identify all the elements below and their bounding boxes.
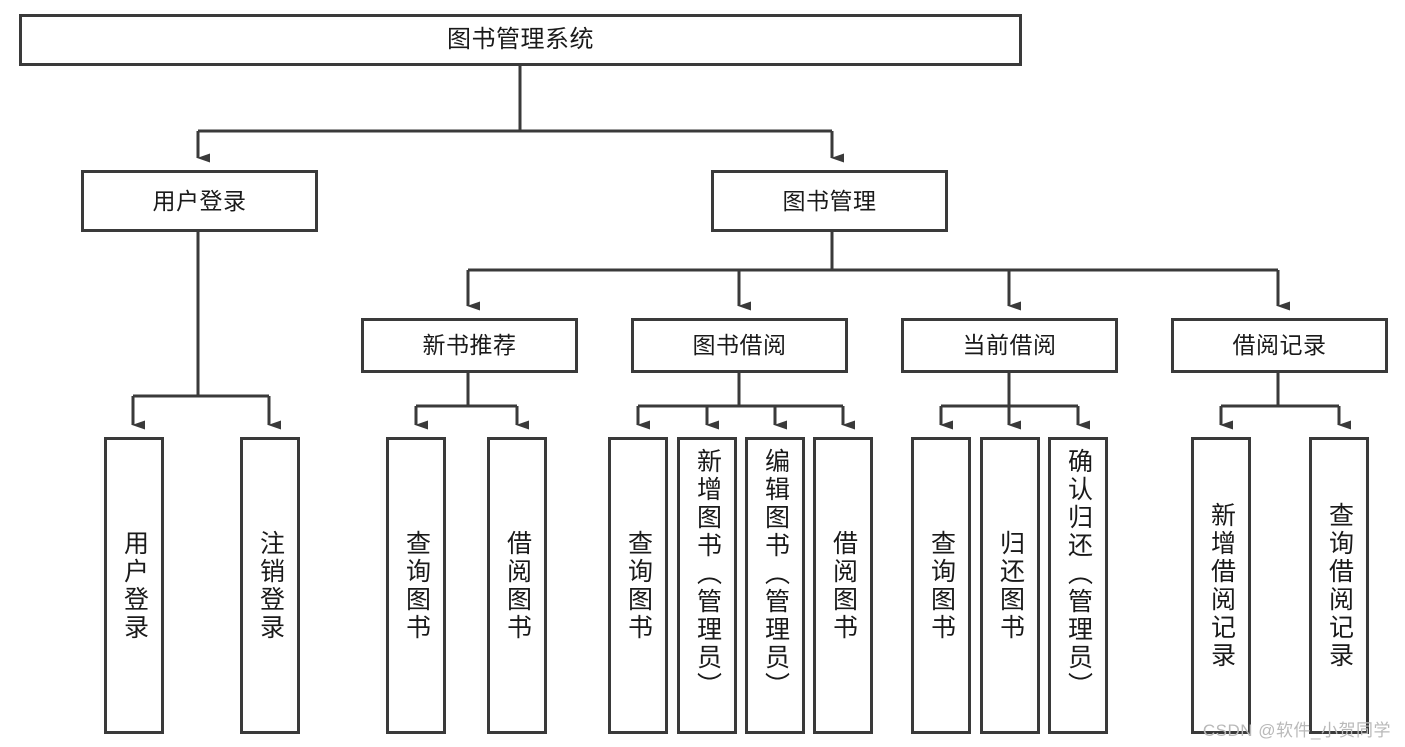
node-label: 当前借阅: [962, 332, 1057, 359]
node-label: 注销登录: [256, 529, 285, 642]
node-label: 图书管理: [782, 187, 877, 214]
node-label: 新增图书（管理员）: [693, 448, 722, 700]
node-label: 查询借阅记录: [1325, 501, 1354, 670]
watermark: CSDN @软件_小贺同学: [1202, 721, 1391, 740]
node-label: 确认归还（管理员）: [1064, 448, 1093, 700]
leaf-query-book-recommendation[interactable]: 查询图书: [386, 437, 446, 734]
leaf-query-book-borrowing[interactable]: 查询图书: [608, 437, 668, 734]
node-label: 用户登录: [120, 529, 149, 642]
leaf-query-book-current[interactable]: 查询图书: [911, 437, 971, 734]
leaf-borrow-book-borrowing[interactable]: 借阅图书: [813, 437, 873, 734]
node-user-login[interactable]: 用户登录: [81, 170, 318, 232]
node-label: 借阅记录: [1232, 332, 1327, 359]
leaf-confirm-return-admin[interactable]: 确认归还（管理员）: [1048, 437, 1108, 734]
node-label: 归还图书: [996, 529, 1025, 642]
node-label: 借阅图书: [829, 529, 858, 642]
node-current-borrowing[interactable]: 当前借阅: [901, 318, 1118, 373]
leaf-add-borrowing-record[interactable]: 新增借阅记录: [1191, 437, 1251, 734]
node-label: 查询图书: [624, 529, 653, 642]
node-label: 新增借阅记录: [1207, 501, 1236, 670]
node-label: 新书推荐: [422, 332, 517, 359]
leaf-logout[interactable]: 注销登录: [240, 437, 300, 734]
leaf-edit-book-admin[interactable]: 编辑图书（管理员）: [745, 437, 805, 734]
node-label: 图书借阅: [692, 332, 787, 359]
leaf-query-borrowing-record[interactable]: 查询借阅记录: [1309, 437, 1369, 734]
node-label: 图书管理系统: [447, 26, 594, 54]
node-label: 用户登录: [152, 187, 247, 214]
node-label: 查询图书: [927, 529, 956, 642]
node-root-book-management-system[interactable]: 图书管理系统: [19, 14, 1022, 66]
node-borrowing-record[interactable]: 借阅记录: [1171, 318, 1388, 373]
node-book-management[interactable]: 图书管理: [711, 170, 948, 232]
leaf-user-login[interactable]: 用户登录: [104, 437, 164, 734]
node-label: 编辑图书（管理员）: [761, 448, 790, 700]
leaf-borrow-book-recommendation[interactable]: 借阅图书: [487, 437, 547, 734]
node-label: 借阅图书: [503, 529, 532, 642]
node-book-borrowing[interactable]: 图书借阅: [631, 318, 848, 373]
node-label: 查询图书: [402, 529, 431, 642]
leaf-return-book[interactable]: 归还图书: [980, 437, 1040, 734]
leaf-add-book-admin[interactable]: 新增图书（管理员）: [677, 437, 737, 734]
node-new-book-recommendation[interactable]: 新书推荐: [361, 318, 578, 373]
